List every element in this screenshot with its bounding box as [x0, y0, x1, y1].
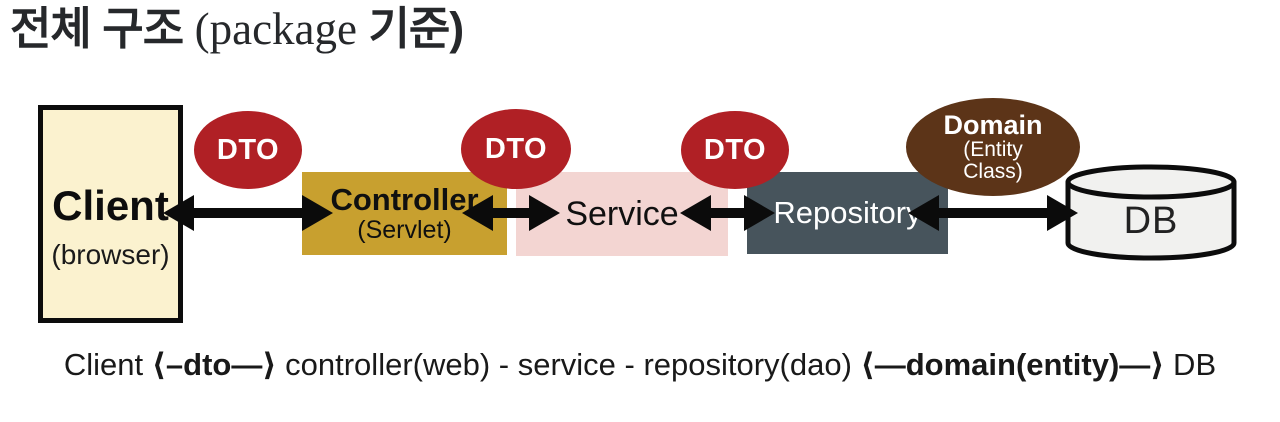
caption-client: Client: [63, 347, 152, 382]
client-sublabel: (browser): [51, 239, 170, 271]
db-cylinder: [1065, 164, 1237, 261]
dto-label-2: DTO: [484, 132, 548, 165]
title-korean-suffix: 기준): [357, 3, 465, 54]
controller-label: Controller: [330, 182, 479, 218]
service-label: Service: [565, 194, 679, 233]
domain-sublabel-2: Class): [963, 160, 1023, 184]
arrows: [163, 195, 1078, 231]
dto-ellipse-3: DTO: [681, 111, 789, 189]
title-korean-part: 전체 구조: [10, 3, 195, 54]
caption: Client ⟨–dto—⟩ controller(web) - service…: [0, 347, 1280, 383]
domain-sublabel-1: (Entity: [963, 138, 1023, 162]
page-title: 전체 구조 (package 기준): [10, 2, 465, 56]
caption-middle: controller(web) - service - repository(d…: [276, 347, 861, 382]
dto-ellipse-1: DTO: [194, 111, 302, 189]
caption-domain-bracket: ⟨—domain(entity)—⟩: [860, 347, 1165, 382]
arrow-client-controller: [163, 195, 333, 231]
caption-dto-bracket: ⟨–dto—⟩: [151, 347, 277, 382]
dto-label-3: DTO: [703, 133, 767, 166]
caption-db: DB: [1164, 347, 1217, 382]
dto-label-1: DTO: [216, 133, 280, 166]
repository-label: Repository: [773, 195, 922, 230]
arrow-service-repository: [680, 195, 775, 231]
controller-sublabel: (Servlet): [357, 215, 452, 244]
title-latin-part: (package: [194, 4, 357, 54]
arrow-repository-db: [908, 195, 1078, 231]
domain-label: Domain: [943, 109, 1043, 140]
client-label: Client: [52, 181, 169, 229]
diagram-graphics: [163, 164, 1237, 261]
domain-ellipse: Domain (Entity Class): [906, 98, 1080, 196]
arrow-controller-service: [462, 195, 560, 231]
db-label: DB: [1123, 200, 1179, 242]
dto-ellipse-2: DTO: [461, 109, 571, 189]
